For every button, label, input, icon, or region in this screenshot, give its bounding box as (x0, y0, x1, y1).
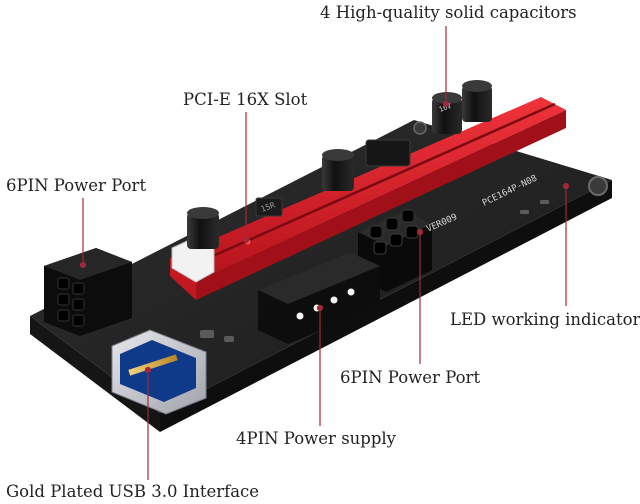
label-power-port-left: 6PIN Power Port (6, 176, 147, 195)
label-molex: 4PIN Power supply (236, 429, 397, 448)
inductor (255, 139, 411, 217)
capacitor (322, 149, 354, 191)
capacitor (432, 92, 462, 134)
label-pcie-slot: PCI-E 16X Slot (183, 90, 308, 109)
pcie-slot (170, 97, 566, 300)
mounting-hole (588, 176, 608, 196)
mounting-hole (413, 121, 427, 135)
label-power-port-center: 6PIN Power Port (340, 368, 481, 387)
capacitor (462, 80, 492, 122)
power-port-6pin-left (44, 248, 132, 336)
capacitors (187, 80, 492, 249)
label-capacitors: 4 High-quality solid capacitors (320, 3, 577, 22)
usb-3-port (111, 329, 207, 415)
label-usb: Gold Plated USB 3.0 Interface (6, 482, 260, 501)
callout-lines (79, 26, 570, 480)
capacitor (187, 207, 219, 249)
label-led-indicator: LED working indicator (450, 310, 640, 329)
molex-4pin (258, 252, 380, 344)
